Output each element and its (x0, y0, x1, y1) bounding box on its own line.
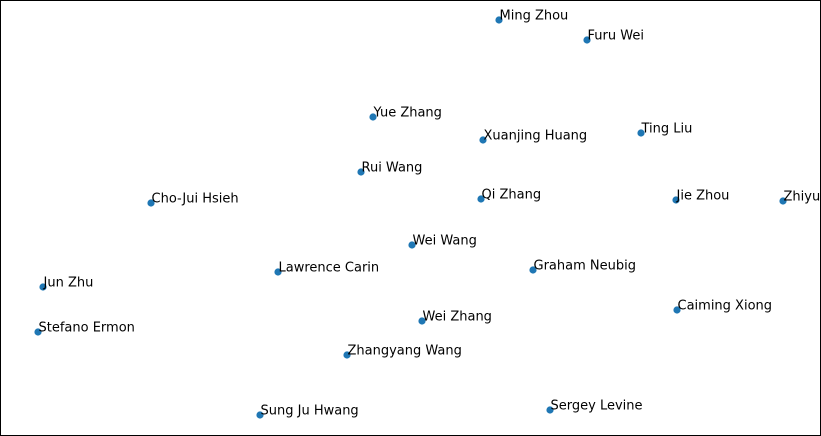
point-label-furu-wei: Furu Wei (588, 29, 644, 44)
point-zhiyu (779, 197, 787, 205)
point-wei-wang (408, 241, 416, 249)
point-stefano-ermon (34, 328, 42, 336)
point-zhangyang-wang (343, 351, 351, 359)
point-label-jun-zhu: Jun Zhu (43, 276, 94, 291)
point-label-sung-ju-hwang: Sung Ju Hwang (261, 404, 359, 419)
point-label-zhangyang-wang: Zhangyang Wang (348, 344, 462, 359)
point-sergey-levine (546, 406, 554, 414)
point-label-yue-zhang: Yue Zhang (373, 106, 442, 121)
point-furu-wei (583, 36, 591, 44)
point-cho-jui-hsieh (147, 199, 155, 207)
point-sung-ju-hwang (256, 411, 264, 419)
point-label-xuanjing-huang: Xuanjing Huang (484, 129, 588, 144)
point-label-qi-zhang: Qi Zhang (482, 188, 542, 203)
point-label-wei-wang: Wei Wang (413, 234, 477, 249)
point-ming-zhou (495, 16, 503, 24)
point-jie-zhou (672, 196, 680, 204)
point-graham-neubig (529, 266, 537, 274)
point-label-rui-wang: Rui Wang (362, 161, 423, 176)
point-wei-zhang (418, 317, 426, 325)
point-caiming-xiong (673, 306, 681, 314)
point-rui-wang (357, 168, 365, 176)
point-lawrence-carin (274, 268, 282, 276)
point-yue-zhang (369, 113, 377, 121)
point-label-caiming-xiong: Caiming Xiong (678, 299, 773, 314)
point-label-wei-zhang: Wei Zhang (423, 310, 492, 325)
point-ting-liu (637, 129, 645, 137)
point-label-graham-neubig: Graham Neubig (534, 259, 636, 274)
point-qi-zhang (477, 195, 485, 203)
point-xuanjing-huang (479, 136, 487, 144)
point-label-stefano-ermon: Stefano Ermon (39, 321, 135, 336)
point-label-cho-jui-hsieh: Cho-Jui Hsieh (152, 192, 239, 207)
point-label-ming-zhou: Ming Zhou (500, 9, 569, 24)
point-label-ting-liu: Ting Liu (641, 122, 693, 137)
point-label-sergey-levine: Sergey Levine (551, 399, 643, 414)
point-jun-zhu (39, 283, 47, 291)
point-label-lawrence-carin: Lawrence Carin (279, 261, 380, 276)
point-label-zhiyu: Zhiyu (784, 190, 821, 205)
point-label-jie-zhou: Jie Zhou (676, 189, 730, 204)
